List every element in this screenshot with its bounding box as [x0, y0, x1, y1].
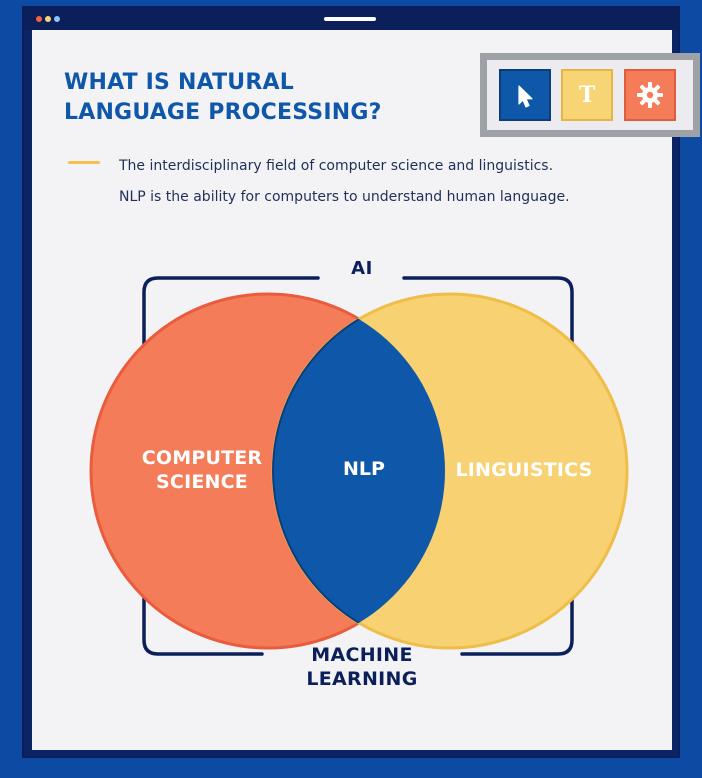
page-title: WHAT IS NATURAL LANGUAGE PROCESSING?: [64, 70, 382, 125]
description-line-1: The interdisciplinary field of computer …: [119, 158, 554, 174]
text-tool-button[interactable]: T: [561, 69, 613, 121]
machine-learning-label: MACHINE LEARNING: [306, 644, 418, 690]
window-dot-blue[interactable]: [54, 16, 60, 22]
tool-palette: T: [480, 53, 700, 137]
description-accent-line: [68, 161, 100, 164]
window-titlebar: [24, 8, 678, 30]
description-line-2: NLP is the ability for computers to unde…: [119, 189, 570, 205]
venn-diagram: [89, 276, 629, 656]
text-tool-icon: T: [579, 82, 596, 108]
nlp-label: NLP: [343, 458, 385, 480]
browser-window: WHAT IS NATURAL LANGUAGE PROCESSING? The…: [22, 6, 700, 758]
description: The interdisciplinary field of computer …: [119, 151, 639, 213]
content-page: WHAT IS NATURAL LANGUAGE PROCESSING? The…: [32, 30, 700, 750]
pointer-icon: [518, 85, 533, 108]
pointer-tool-button[interactable]: [499, 69, 551, 121]
window-dot-yellow[interactable]: [45, 16, 51, 22]
computer-science-label: COMPUTER SCIENCE: [141, 447, 263, 493]
nlp-intersection: [272, 294, 445, 648]
gear-icon: [637, 82, 663, 108]
svg-text:T: T: [579, 82, 596, 108]
settings-tool-button[interactable]: [624, 69, 676, 121]
window-dot-red[interactable]: [36, 16, 42, 22]
linguistics-label: LINGUISTICS: [455, 459, 593, 481]
tool-palette-inner: T: [487, 60, 693, 130]
ai-label: AI: [351, 258, 373, 279]
window-drag-handle[interactable]: [324, 17, 376, 21]
